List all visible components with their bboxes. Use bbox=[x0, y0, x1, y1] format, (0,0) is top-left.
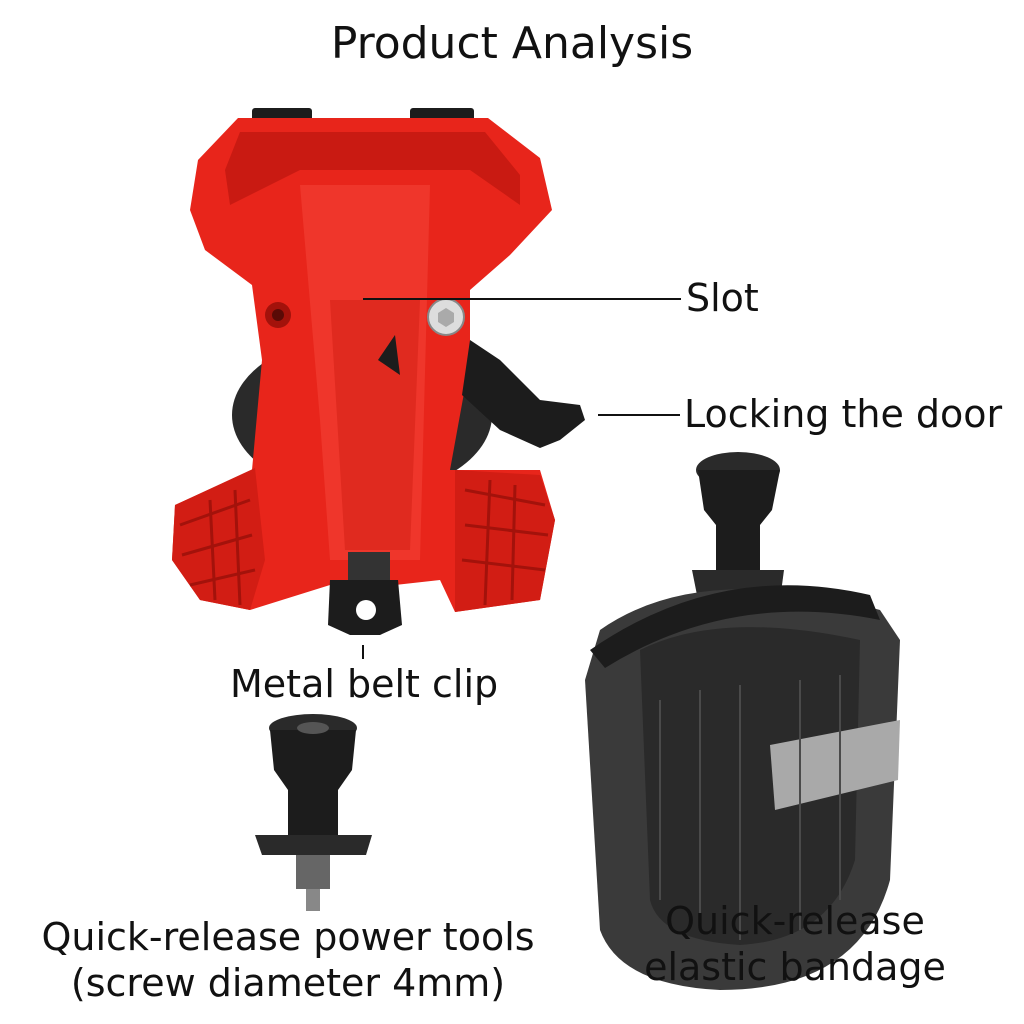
locking-door-label: Locking the door bbox=[684, 392, 1003, 436]
slot-leader-line bbox=[363, 298, 681, 300]
bandage-caption: Quick-release elastic bandage bbox=[600, 898, 990, 990]
belt-clip-label: Metal belt clip bbox=[230, 662, 499, 706]
power-tools-caption-line-1: Quick-release power tools bbox=[41, 915, 535, 959]
slot-label: Slot bbox=[686, 276, 759, 320]
bandage-caption-line-1: Quick-release bbox=[665, 899, 925, 943]
power-tools-caption: Quick-release power tools (screw diamete… bbox=[0, 914, 576, 1006]
locking-door-leader-line bbox=[598, 414, 680, 416]
power-tools-caption-line-2: (screw diameter 4mm) bbox=[70, 961, 506, 1005]
page-title: Product Analysis bbox=[330, 18, 694, 69]
bandage-caption-line-2: elastic bandage bbox=[644, 945, 946, 989]
belt-clip-leader-line bbox=[362, 645, 364, 659]
